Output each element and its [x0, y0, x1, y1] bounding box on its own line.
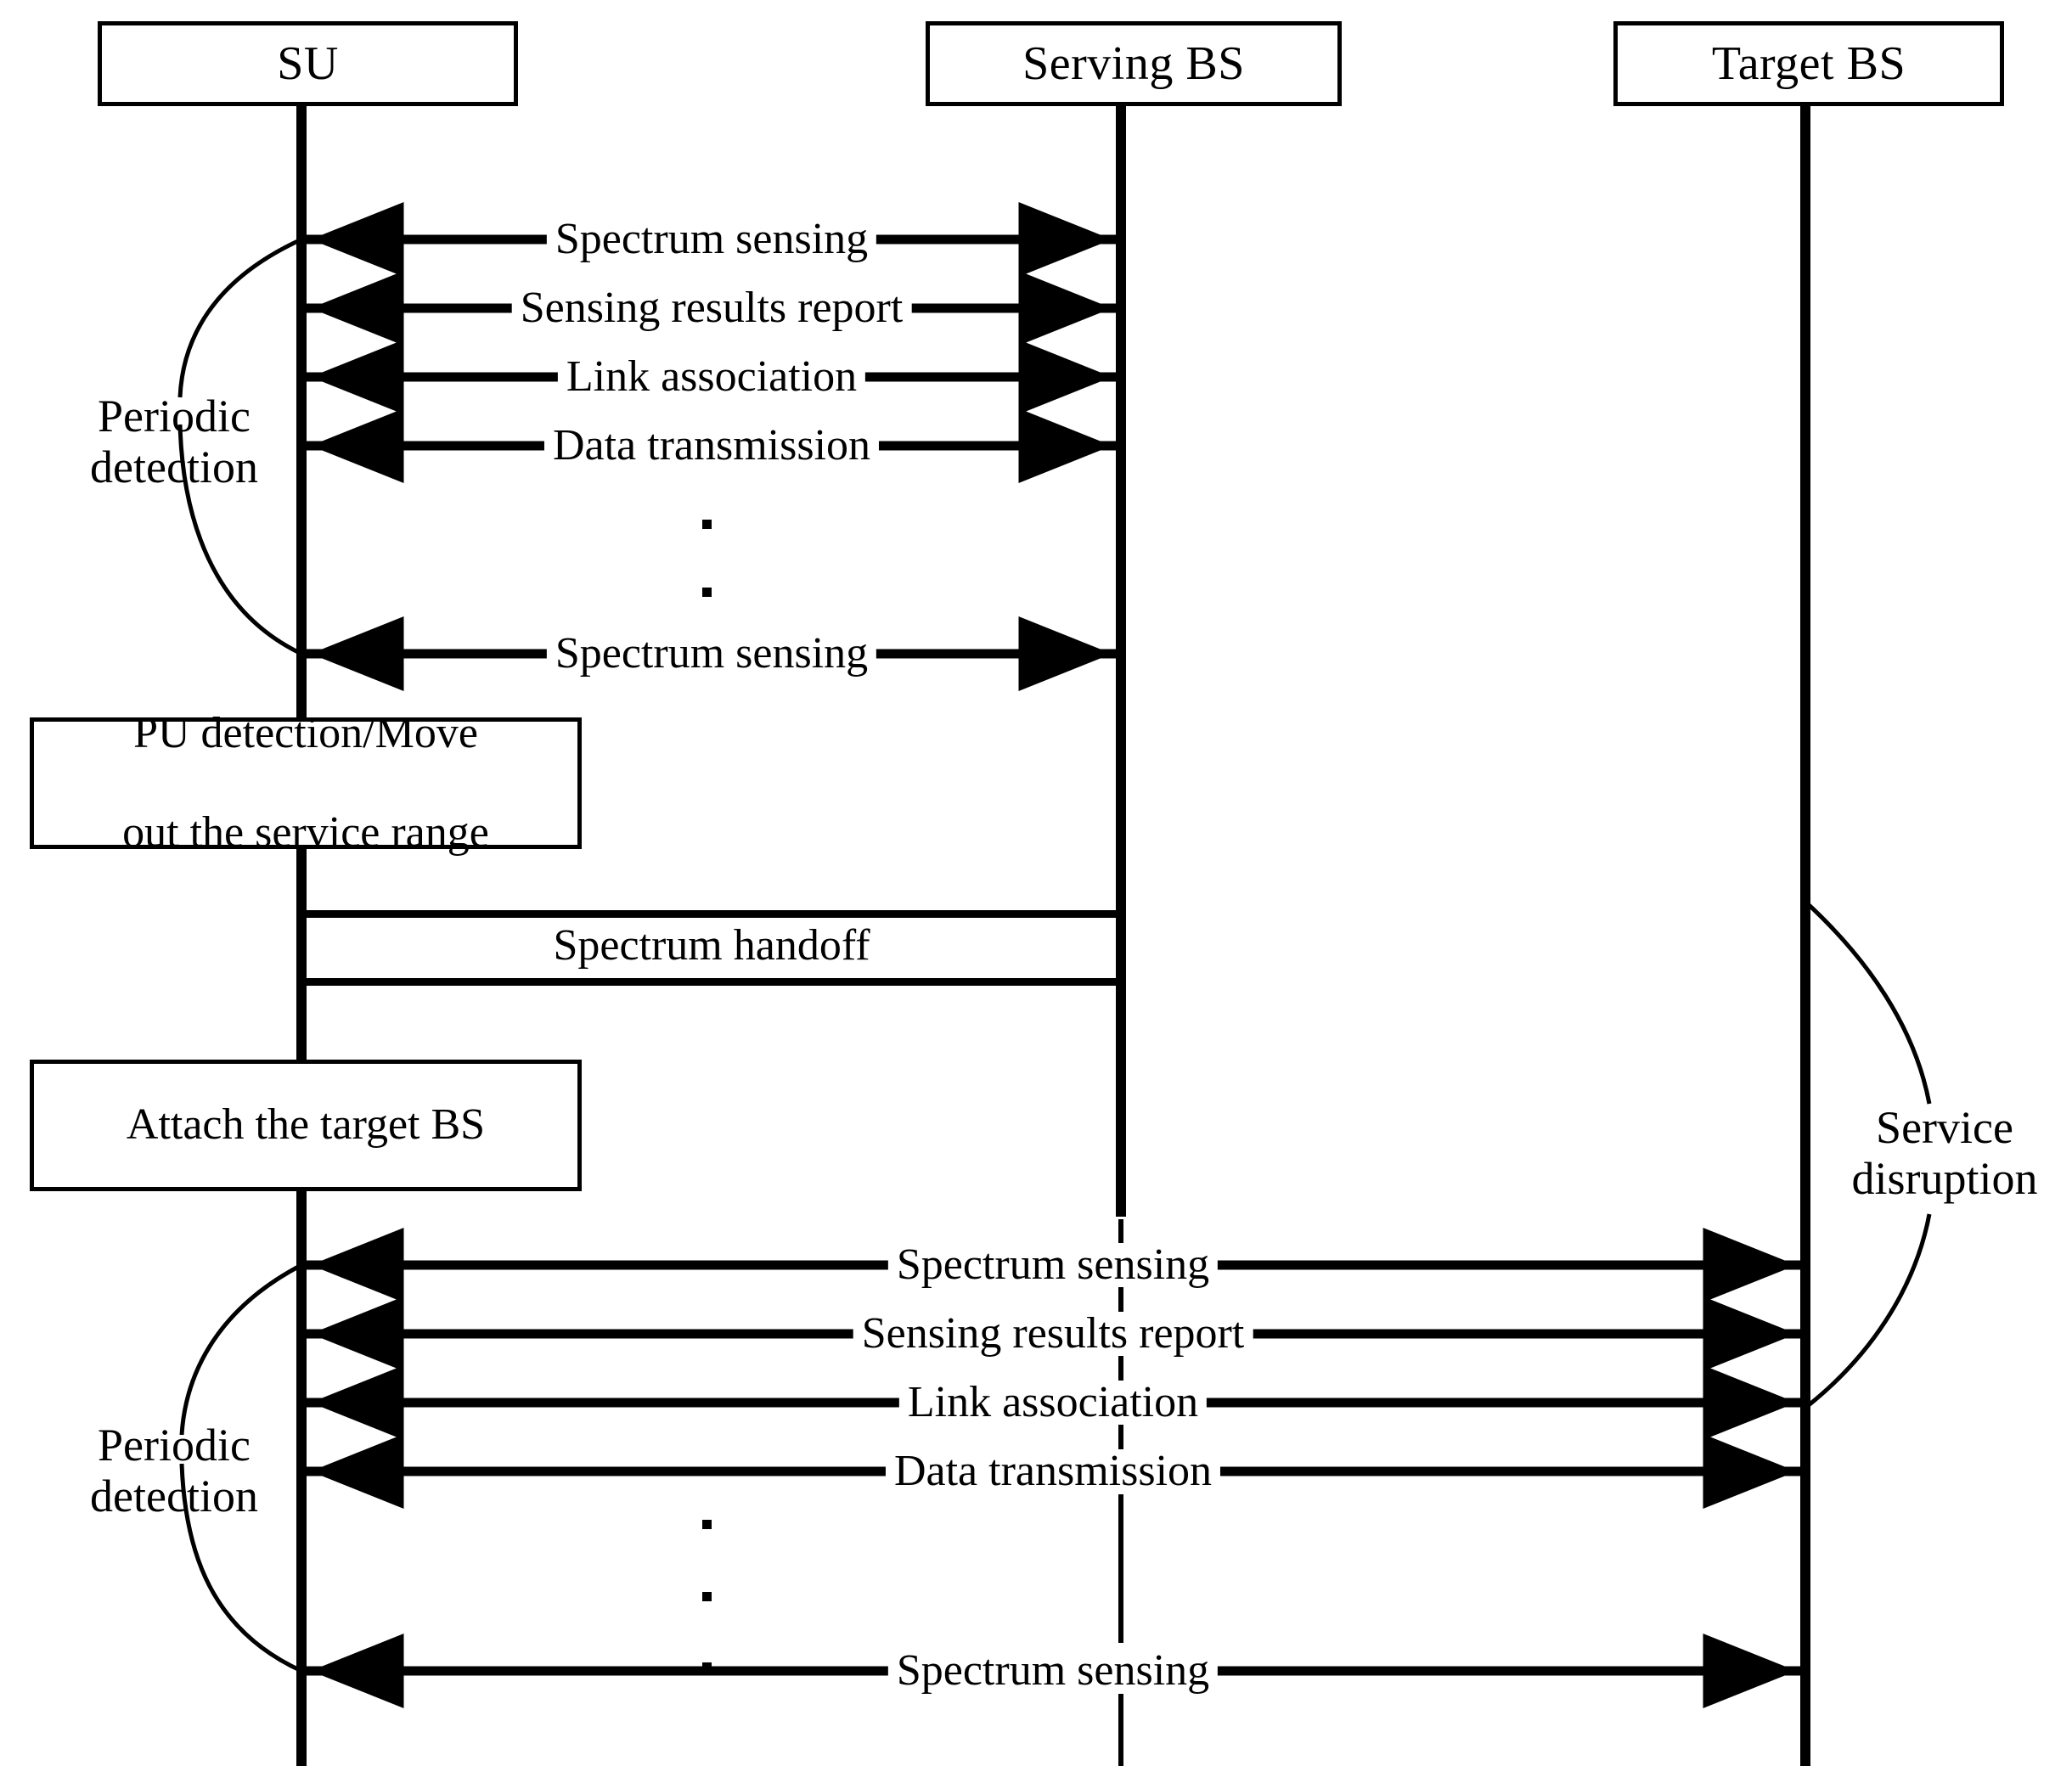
bracket-label-service-disruption-line1: Service — [1876, 1102, 2013, 1153]
lifeline-target-bs — [1800, 106, 1810, 1766]
ellipsis-dot-p1-2 — [702, 588, 712, 597]
lifeline-serving-bs-lower-seg3 — [1118, 1494, 1123, 1643]
participant-box-serving-bs[interactable]: Serving BS — [926, 21, 1342, 106]
note-pu-detection-move-out[interactable]: PU detection/Move out the service range — [30, 709, 582, 857]
ellipsis-dot-p2-2 — [702, 1592, 712, 1601]
participant-label-serving-bs: Serving BS — [1022, 37, 1245, 90]
note-pu-detection-line2: out the service range — [122, 807, 489, 857]
lifeline-serving-bs-lower-seg4 — [1118, 1694, 1123, 1766]
handoff-band-label: Spectrum handoff — [543, 924, 881, 968]
bracket-label-periodic-detection-2-line2: detection — [90, 1471, 258, 1522]
ellipsis-dot-p2-1 — [702, 1520, 712, 1529]
bracket-label-periodic-detection-1: Periodic detection — [51, 391, 297, 493]
lifeline-serving-bs-upper — [1116, 106, 1126, 1217]
bracket-label-periodic-detection-2: Periodic detection — [51, 1420, 297, 1522]
message-label-p1-data-transmission: Data transmission — [543, 424, 880, 468]
note-attach-target-bs-line1: Attach the target BS — [126, 1100, 486, 1150]
bracket-label-service-disruption: Service disruption — [1817, 1102, 2072, 1205]
ellipsis-dot-p2-3 — [702, 1662, 712, 1672]
message-label-p1-spectrum-sensing-1: Spectrum sensing — [546, 217, 877, 262]
participant-box-target-bs[interactable]: Target BS — [1613, 21, 2004, 106]
ellipsis-dot-p1-1 — [702, 520, 712, 529]
message-label-p2-spectrum-sensing-2: Spectrum sensing — [887, 1649, 1219, 1693]
bracket-label-service-disruption-line2: disruption — [1851, 1153, 2038, 1205]
handoff-band-top-line — [301, 910, 1121, 918]
message-label-p1-spectrum-sensing-2: Spectrum sensing — [546, 632, 877, 676]
message-label-p2-spectrum-sensing-1: Spectrum sensing — [887, 1243, 1219, 1287]
bracket-label-periodic-detection-1-line1: Periodic — [98, 391, 251, 442]
note-attach-target-bs[interactable]: Attach the target BS — [30, 1060, 582, 1191]
message-label-p1-sensing-results-report: Sensing results report — [511, 286, 912, 330]
bracket-label-periodic-detection-2-line1: Periodic — [98, 1420, 251, 1471]
participant-label-target-bs: Target BS — [1711, 37, 1906, 90]
message-label-p2-link-association: Link association — [898, 1381, 1208, 1425]
note-pu-detection-line1: PU detection/Move — [133, 709, 478, 758]
message-label-p2-data-transmission: Data transmission — [885, 1449, 1221, 1493]
lifeline-su — [296, 106, 307, 1766]
message-label-p1-link-association: Link association — [557, 355, 866, 399]
participant-label-su: SU — [277, 37, 339, 90]
message-label-p2-sensing-results-report: Sensing results report — [853, 1312, 1253, 1356]
handoff-band-bottom-line — [301, 978, 1121, 986]
participant-box-su[interactable]: SU — [98, 21, 518, 106]
bracket-label-periodic-detection-1-line2: detection — [90, 442, 258, 493]
